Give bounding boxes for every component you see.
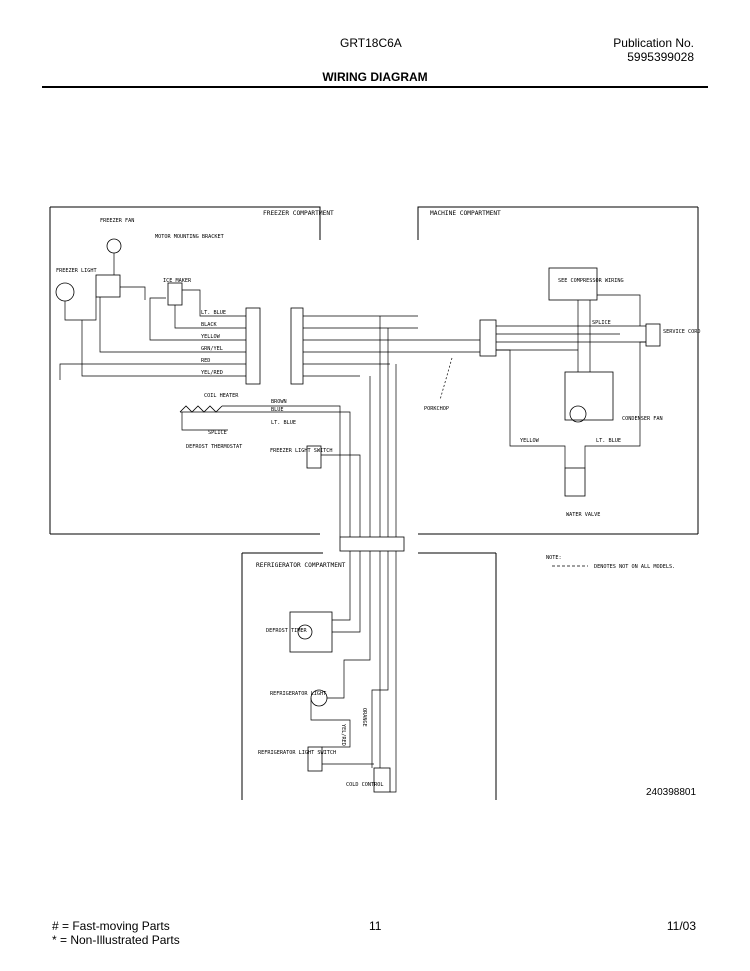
ice-maker-plug xyxy=(167,282,183,306)
porkchop-label: PORKCHOP xyxy=(424,406,449,412)
main-harness-connector xyxy=(339,536,405,552)
condenser-fan-label: CONDENSER FAN xyxy=(622,416,663,422)
wire-label-blue: BLUE xyxy=(271,407,284,413)
see-compressor-label: SEE COMPRESSOR WIRING xyxy=(558,278,624,284)
water-valve-body xyxy=(564,467,586,497)
note-text: DENOTES NOT ON ALL MODELS. xyxy=(594,564,675,570)
service-cord-plug xyxy=(645,323,661,347)
coil-heater-element xyxy=(179,405,223,413)
refrigerator-light-label: REFRIGERATOR LIGHT xyxy=(270,691,326,697)
wire-label-lt-blue: LT. BLUE xyxy=(201,310,226,316)
motor-bracket-label: MOTOR MOUNTING BRACKET xyxy=(155,234,224,240)
refrigerator-light-switch-body xyxy=(307,746,323,772)
wire-label-yel-red-vert: YEL/RED xyxy=(340,724,346,746)
publication-date: 11/03 xyxy=(666,919,696,933)
cold-control-label: COLD CONTROL xyxy=(346,782,383,788)
machine-components xyxy=(479,267,661,497)
page-title: WIRING DIAGRAM xyxy=(322,70,428,84)
see-compressor-box xyxy=(548,267,598,301)
coil-heater-label: COIL HEATER xyxy=(204,393,239,399)
defrost-timer-label: DEFROST TIMER xyxy=(266,628,307,634)
wire-label-lt-blue-machine: LT. BLUE xyxy=(596,438,621,444)
freezer-fan-motor xyxy=(106,238,122,254)
condenser-fan-box xyxy=(564,371,614,421)
ice-maker-label: ICE MAKER xyxy=(163,278,192,284)
diagram-reference-number: 240398801 xyxy=(646,787,696,798)
freezer-connector xyxy=(245,307,261,385)
service-cord-label: SERVICE CORD xyxy=(663,329,700,335)
publication-number: 5995399028 xyxy=(627,50,694,64)
freezer-light-bulb xyxy=(55,282,75,302)
wire-label-lt-blue-2: LT. BLUE xyxy=(271,420,296,426)
model-number: GRT18C6A xyxy=(340,36,402,50)
wire-label-grn-yel: GRN/YEL xyxy=(201,346,223,352)
machine-connector xyxy=(479,319,497,357)
wire-label-yellow: YELLOW xyxy=(201,334,221,340)
machine-section-label: MACHINE COMPARTMENT xyxy=(430,210,501,217)
page-number: 11 xyxy=(369,919,382,933)
splice-label: SPLICE xyxy=(208,430,227,436)
wire-label-orange: ORANGE xyxy=(361,708,367,727)
refrigerator-components xyxy=(289,611,391,793)
wire-label-red: RED xyxy=(201,358,210,364)
legend-fast-moving: # = Fast-moving Parts xyxy=(52,919,170,933)
wire-label-yellow-machine: YELLOW xyxy=(520,438,540,444)
freezer-components xyxy=(55,238,405,552)
publication-label: Publication No. xyxy=(613,36,694,50)
header-rule xyxy=(42,86,708,88)
freezer-wires xyxy=(59,253,480,537)
refrigerator-light-switch-label: REFRIGERATOR LIGHT SWITCH xyxy=(258,750,336,756)
water-valve-label: WATER VALVE xyxy=(566,512,600,518)
wire-label-black: BLACK xyxy=(201,322,217,328)
wire-label-brown: BROWN xyxy=(271,399,287,405)
legend-non-illustrated: * = Non-Illustrated Parts xyxy=(52,933,180,947)
freezer-light-switch-label: FREEZER LIGHT SWITCH xyxy=(270,448,332,454)
freezer-fan-plug xyxy=(95,274,121,298)
freezer-light-label: FREEZER LIGHT xyxy=(56,268,97,274)
machine-wires xyxy=(439,294,646,468)
defrost-thermostat-label: DEFROST THERMOSTAT xyxy=(186,444,242,450)
cold-control-body xyxy=(373,767,391,793)
freezer-fan-label: FREEZER FAN xyxy=(100,218,134,224)
condenser-fan-motor xyxy=(569,405,587,423)
note-label: NOTE: xyxy=(546,555,562,561)
freezer-light-switch-body xyxy=(306,445,322,469)
compartment-borders xyxy=(49,206,699,800)
machine-splice-label: SPLICE xyxy=(592,320,611,326)
wire-label-yel-red: YEL/RED xyxy=(201,370,223,376)
freezer-section-label: FREEZER COMPARTMENT xyxy=(263,210,334,217)
refrigerator-section-label: REFRIGERATOR COMPARTMENT xyxy=(256,562,346,569)
refrigerator-wires xyxy=(310,551,397,793)
